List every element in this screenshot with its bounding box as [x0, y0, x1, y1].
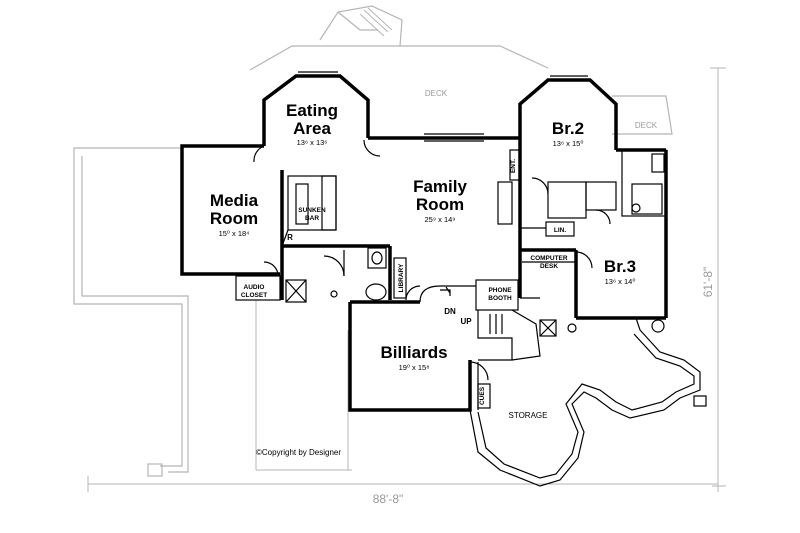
interior-walls	[235, 71, 667, 409]
garage-outline	[73, 147, 352, 477]
ent-label: ENT.	[510, 159, 517, 173]
linen-label: LIN.	[554, 227, 566, 234]
deck-outline	[249, 5, 673, 135]
phone-booth-label-2: BOOTH	[488, 295, 512, 302]
sunken-bar-label-1: SUNKEN	[298, 207, 326, 214]
depth-dimension: 61'-8"	[701, 267, 715, 298]
down-stair-label: DN	[444, 307, 456, 316]
br3-dim: 13⁶ x 14⁰	[605, 277, 636, 286]
copyright-text: ©Copyright by Designer	[256, 448, 341, 457]
media-room-title-1: Media	[210, 191, 259, 210]
phone-booth-label-1: PHONE	[488, 287, 512, 294]
billiards-title: Billiards	[380, 343, 447, 362]
audio-closet-label-1: AUDIO	[244, 284, 265, 291]
br3-title: Br.3	[604, 257, 636, 276]
r-label: R	[287, 233, 293, 242]
up-stair-label: UP	[460, 317, 472, 326]
family-room-dim: 25⁹ x 14⁹	[424, 215, 455, 224]
cues-label: CUES	[479, 386, 486, 405]
br2-title: Br.2	[552, 119, 584, 138]
storage-label: STORAGE	[509, 411, 548, 420]
family-room-title-2: Room	[416, 195, 464, 214]
media-room-dim: 15⁰ x 18⁴	[219, 229, 250, 238]
billiards-dim: 19⁰ x 15⁸	[399, 363, 430, 372]
library-label: LIBRARY	[398, 263, 405, 292]
eating-area-title-2: Area	[293, 119, 331, 138]
br2-dim: 13⁶ x 15⁰	[553, 139, 584, 148]
computer-desk-label-2: DESK	[540, 263, 558, 270]
storage-outline	[469, 317, 707, 487]
eating-area-title-1: Eating	[286, 101, 338, 120]
eating-area-dim: 13⁶ x 13⁶	[297, 138, 328, 147]
width-dimension: 88'-8"	[373, 492, 404, 506]
dimension-lines	[87, 67, 726, 492]
sunken-bar-label-2: BAR	[305, 215, 319, 222]
deck-side-label: DECK	[635, 121, 658, 130]
audio-closet-label-2: CLOSET	[241, 292, 267, 299]
deck-label: DECK	[425, 89, 448, 98]
family-room-title-1: Family	[413, 177, 467, 196]
media-room-title-2: Room	[210, 209, 258, 228]
computer-desk-label-1: COMPUTER	[530, 255, 568, 262]
